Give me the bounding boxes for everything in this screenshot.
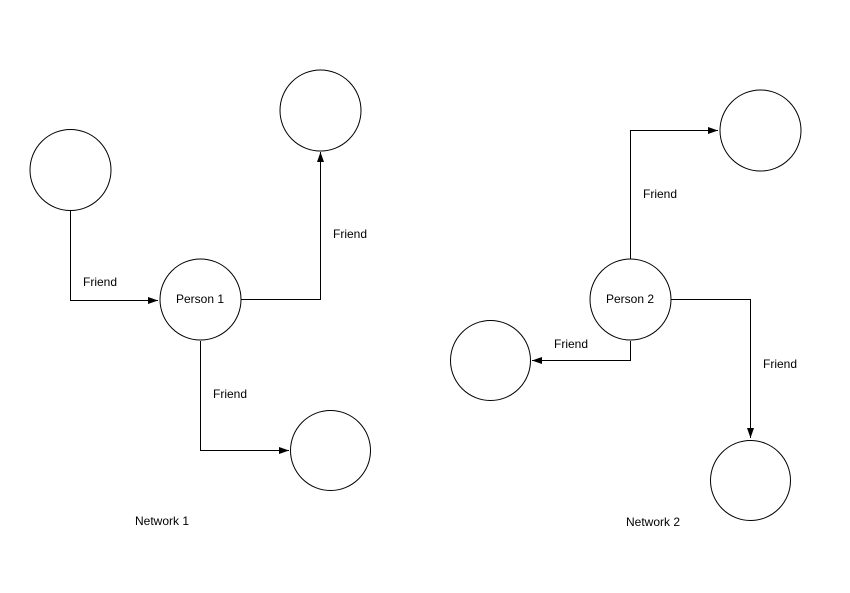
node-network1-top (279, 69, 362, 152)
edge-label-friend-n2-left: Friend (554, 337, 589, 351)
node-person2 (589, 258, 672, 341)
edge-label-friend-n2-right: Friend (763, 357, 798, 371)
node-network1-topleft (29, 129, 112, 211)
edge-network1-topleft-to-person1 (70, 211, 158, 304)
edge-label-friend-n2-top: Friend (643, 187, 678, 201)
node-network1-bottom (290, 410, 371, 491)
edge-label-friend-n1-left: Friend (83, 275, 118, 289)
person1-label: Person 1 (175, 292, 225, 306)
person2-label: Person 2 (605, 292, 655, 306)
edge-person1-to-bottom-node (200, 341, 289, 454)
edge-person1-to-top-node (241, 152, 324, 300)
edge-label-friend-n1-top: Friend (333, 227, 368, 241)
node-network2-bottom (710, 440, 791, 521)
network2-title: Network 2 (626, 515, 681, 529)
network1-title: Network 1 (135, 514, 190, 528)
node-person1 (159, 258, 242, 341)
edge-person2-to-left-node (532, 341, 631, 364)
node-network2-left (450, 320, 531, 401)
edge-person2-to-top-node (630, 127, 718, 259)
node-network2-topright (719, 89, 802, 172)
edge-label-friend-n1-bottom: Friend (213, 387, 248, 401)
edge-person2-to-bottom-node (671, 299, 754, 438)
